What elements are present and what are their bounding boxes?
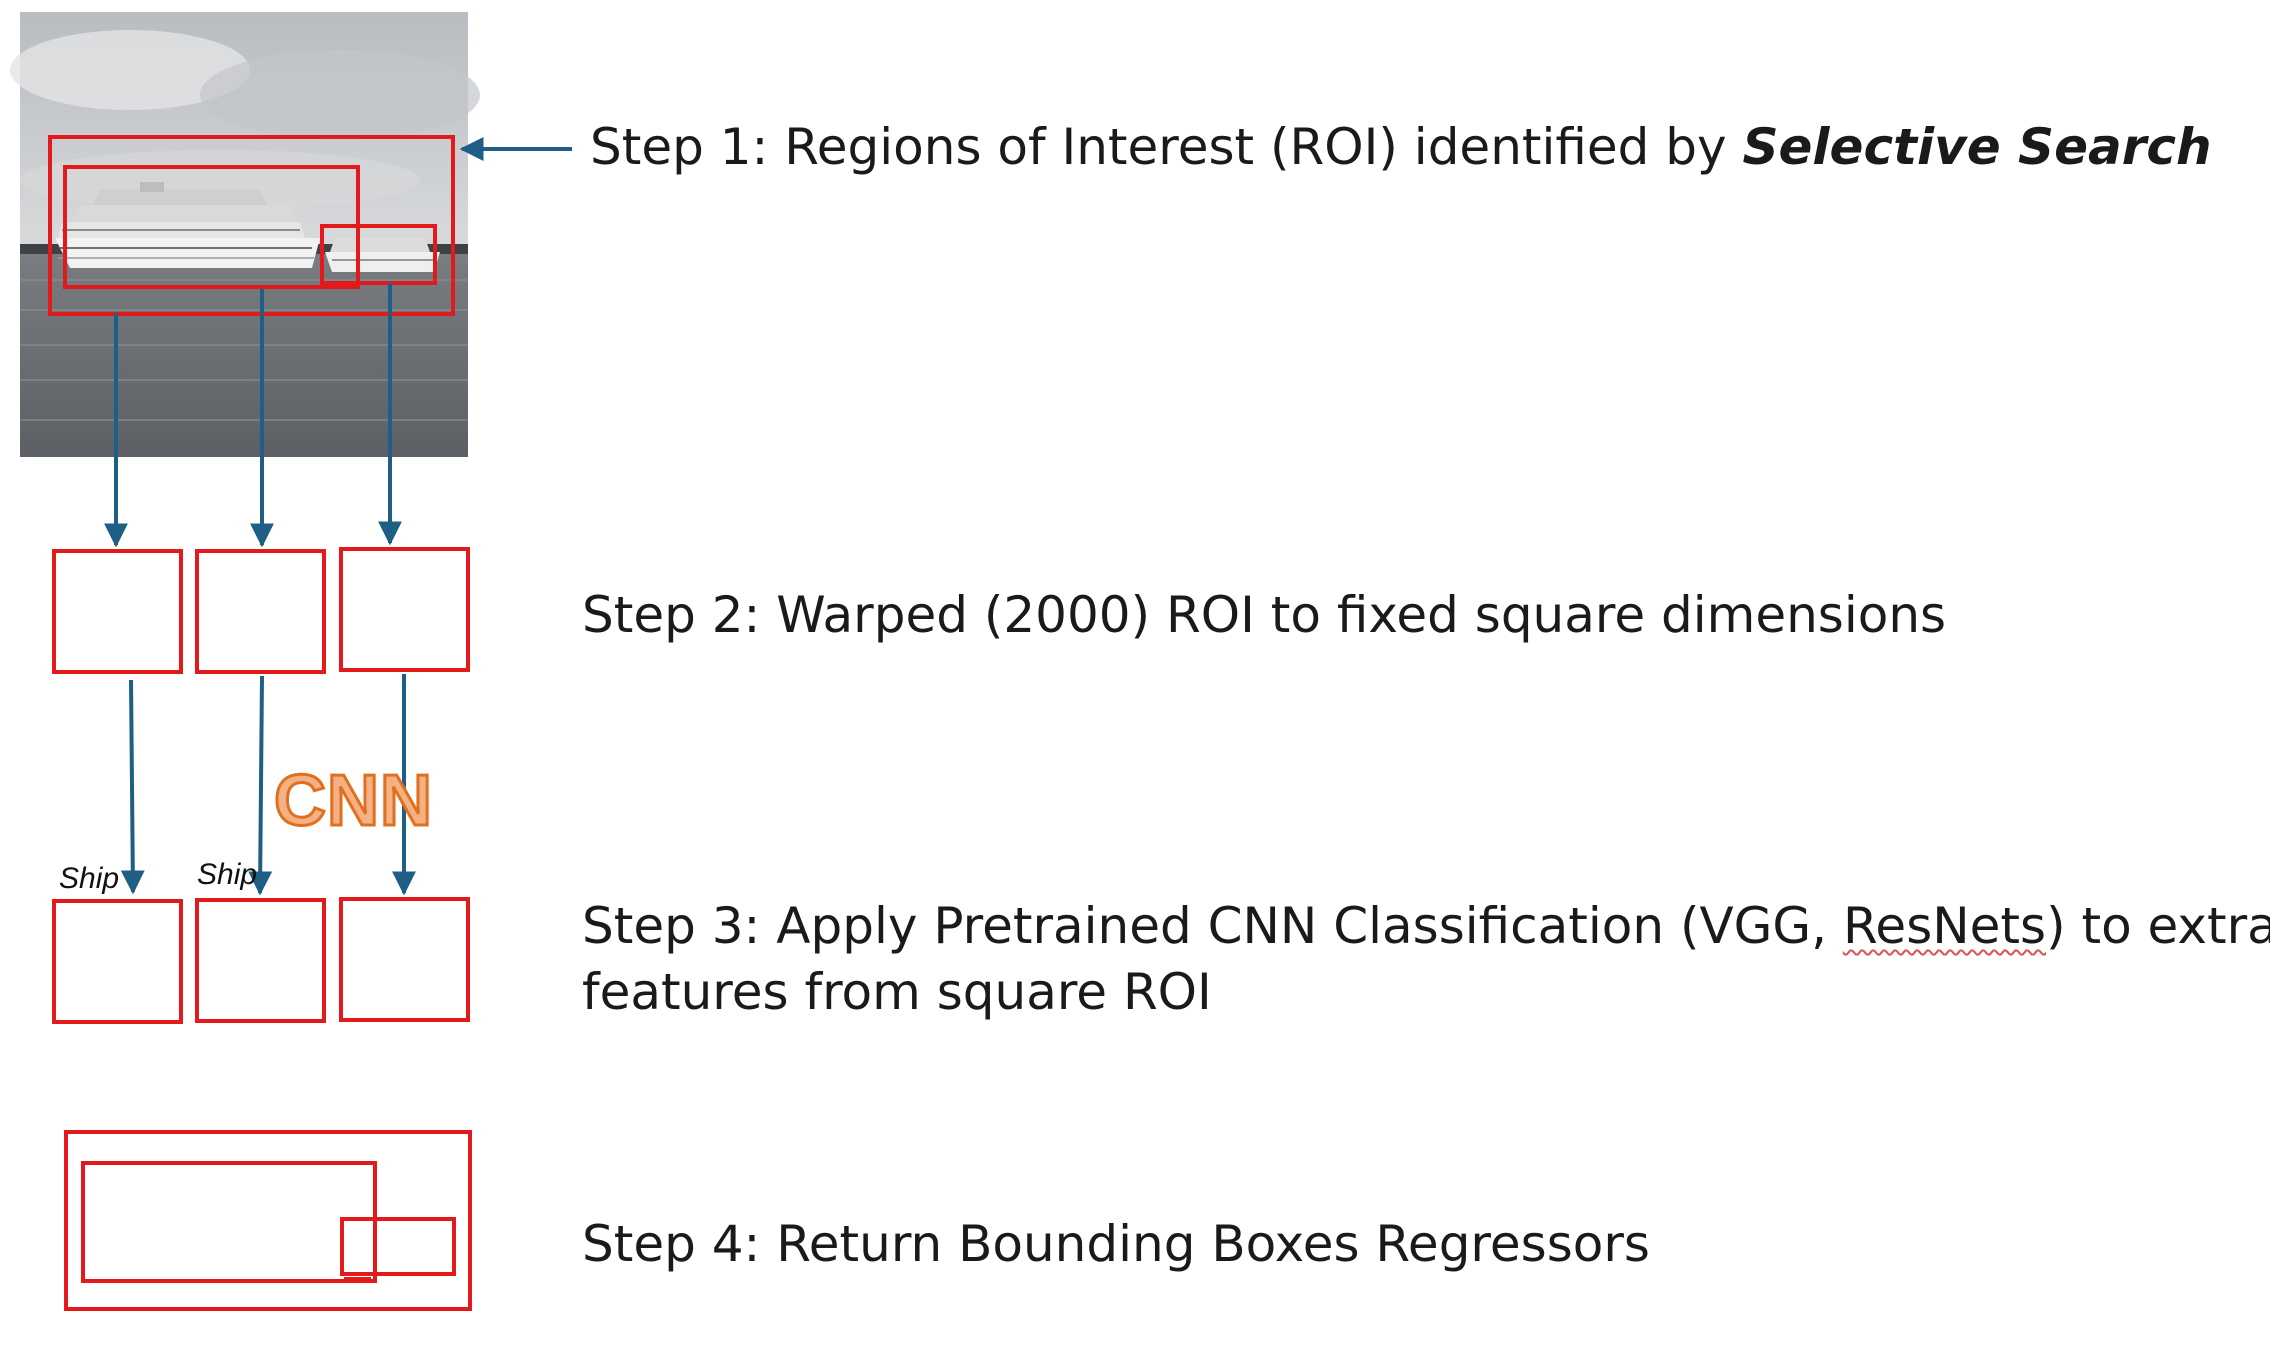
step-3-text: Step 3: Apply Pretrained CNN Classificat… [582,893,2270,1025]
warped-square-1 [52,549,183,674]
step-3-line-1-a: Step 3: Apply Pretrained CNN Classificat… [582,897,1843,955]
cnn-label: CNN [273,760,434,843]
ship-label-1: Ship [59,862,120,895]
final-box-small [340,1217,456,1276]
roi-box-small-ship [320,224,437,285]
warped-square-2 [195,549,326,674]
roi-box-outer [48,135,455,316]
step-2-text: Step 2: Warped (2000) ROI to fixed squar… [582,586,1947,644]
cnn-output-square-2 [195,898,326,1023]
cnn-output-square-1 [52,899,183,1024]
arrow-warp1-to-cnn [120,679,145,895]
step-3-resnets: ResNets [1842,897,2047,955]
warped-square-3 [339,547,470,672]
final-box-overlap-mark [344,1277,371,1282]
step-3-line-1-c: ) to extract [2046,897,2270,955]
step-1-text: Step 1: Regions of Interest (ROI) identi… [590,114,2212,180]
ship-photo [10,12,480,457]
ship-label-2: Ship [197,858,258,891]
step-3-line-1: Step 3: Apply Pretrained CNN Classificat… [582,893,2270,959]
final-box-large [81,1161,377,1283]
step-4-text: Step 4: Return Bounding Boxes Regressors [582,1215,1650,1273]
step-1-emphasis: Selective Search [1742,118,2212,176]
final-box-outer [64,1130,472,1311]
cnn-output-square-3 [339,897,470,1022]
arrow-warp2-to-cnn [248,675,273,896]
step-3-line-2: features from square ROI [582,963,1212,1021]
step-1-prefix: Step 1: Regions of Interest (ROI) identi… [590,118,1743,176]
